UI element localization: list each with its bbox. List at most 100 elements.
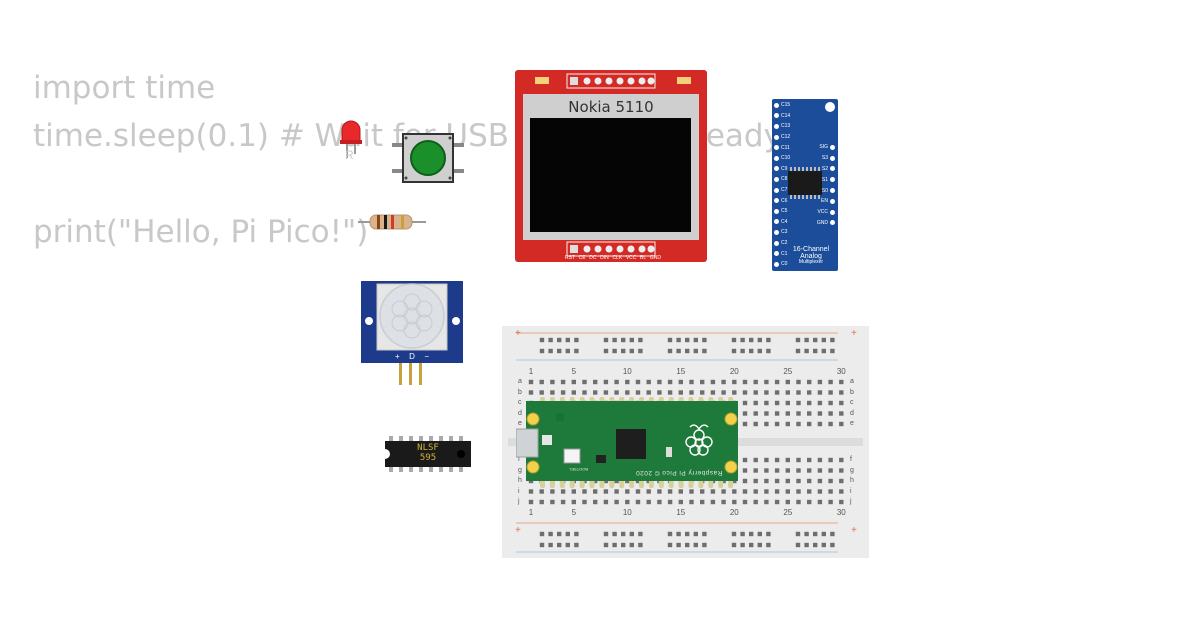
breadboard-hole[interactable] bbox=[828, 411, 833, 416]
breadboard-hole[interactable] bbox=[667, 531, 673, 537]
breadboard-hole[interactable] bbox=[614, 489, 619, 494]
breadboard-hole[interactable] bbox=[753, 379, 758, 385]
breadboard-hole[interactable] bbox=[796, 400, 801, 406]
pico-header-pin[interactable] bbox=[589, 479, 595, 488]
resistor[interactable] bbox=[358, 212, 426, 232]
breadboard-hole[interactable] bbox=[749, 531, 754, 537]
breadboard-hole[interactable] bbox=[757, 337, 762, 343]
breadboard-hole[interactable] bbox=[807, 390, 812, 395]
breadboard-hole[interactable] bbox=[753, 390, 758, 395]
breadboard-hole[interactable] bbox=[796, 499, 801, 505]
breadboard-hole[interactable] bbox=[740, 337, 745, 343]
breadboard-hole[interactable] bbox=[621, 348, 626, 354]
breadboard-hole[interactable] bbox=[593, 489, 598, 494]
breadboard-hole[interactable] bbox=[667, 348, 673, 354]
breadboard-hole[interactable] bbox=[539, 337, 545, 343]
breadboard-hole[interactable] bbox=[753, 468, 758, 473]
breadboard-hole[interactable] bbox=[646, 390, 651, 395]
breadboard-hole[interactable] bbox=[785, 457, 790, 463]
mux-right-pin[interactable]: S3 bbox=[814, 153, 838, 164]
breadboard-hole[interactable] bbox=[796, 457, 801, 463]
breadboard-hole[interactable] bbox=[764, 411, 769, 416]
breadboard-hole[interactable] bbox=[557, 542, 562, 548]
breadboard-hole[interactable] bbox=[740, 531, 745, 537]
breadboard-hole[interactable] bbox=[796, 468, 801, 473]
breadboard-hole[interactable] bbox=[731, 348, 737, 354]
breadboard-hole[interactable] bbox=[757, 348, 762, 354]
breadboard-hole[interactable] bbox=[635, 390, 641, 395]
breadboard-hole[interactable] bbox=[817, 411, 823, 416]
breadboard-hole[interactable] bbox=[710, 489, 716, 494]
breadboard-hole[interactable] bbox=[839, 478, 844, 484]
breadboard-hole[interactable] bbox=[757, 531, 762, 537]
breadboard-hole[interactable] bbox=[621, 337, 626, 343]
breadboard-hole[interactable] bbox=[817, 489, 823, 494]
breadboard-hole[interactable] bbox=[839, 468, 844, 473]
pico-header-pin[interactable] bbox=[569, 479, 575, 488]
breadboard-hole[interactable] bbox=[731, 531, 737, 537]
mux-left-pin[interactable]: C6 bbox=[774, 195, 796, 206]
breadboard-hole[interactable] bbox=[804, 337, 809, 343]
breadboard-hole[interactable] bbox=[550, 499, 555, 505]
breadboard-hole[interactable] bbox=[539, 499, 544, 505]
breadboard-hole[interactable] bbox=[646, 379, 651, 385]
breadboard-hole[interactable] bbox=[667, 390, 673, 395]
breadboard-hole[interactable] bbox=[539, 348, 545, 354]
breadboard-hole[interactable] bbox=[614, 499, 619, 505]
breadboard-hole[interactable] bbox=[753, 421, 758, 427]
breadboard-hole[interactable] bbox=[807, 411, 812, 416]
breadboard-hole[interactable] bbox=[821, 542, 826, 548]
pico-header-pin[interactable] bbox=[579, 479, 585, 488]
breadboard-hole[interactable] bbox=[603, 390, 609, 395]
breadboard-hole[interactable] bbox=[676, 531, 681, 537]
pico-header-pin[interactable] bbox=[540, 479, 545, 488]
breadboard-hole[interactable] bbox=[766, 542, 771, 548]
breadboard-hole[interactable] bbox=[685, 337, 690, 343]
breadboard-hole[interactable] bbox=[612, 542, 617, 548]
breadboard-hole[interactable] bbox=[774, 379, 780, 385]
breadboard-hole[interactable] bbox=[742, 390, 748, 395]
mux-left-pin[interactable]: C15 bbox=[774, 100, 796, 111]
breadboard-hole[interactable] bbox=[804, 542, 809, 548]
breadboard-hole[interactable] bbox=[693, 542, 698, 548]
breadboard-hole[interactable] bbox=[785, 390, 790, 395]
breadboard-hole[interactable] bbox=[796, 390, 801, 395]
mux-left-pin[interactable]: C0 bbox=[774, 259, 796, 270]
breadboard-hole[interactable] bbox=[807, 468, 812, 473]
breadboard-hole[interactable] bbox=[693, 531, 698, 537]
breadboard-hole[interactable] bbox=[795, 337, 801, 343]
breadboard-hole[interactable] bbox=[839, 390, 844, 395]
breadboard-hole[interactable] bbox=[742, 478, 748, 484]
breadboard-hole[interactable] bbox=[689, 390, 694, 395]
breadboard-hole[interactable] bbox=[749, 337, 754, 343]
breadboard-hole[interactable] bbox=[795, 542, 801, 548]
pico-header-pin[interactable] bbox=[648, 479, 654, 488]
breadboard-hole[interactable] bbox=[732, 379, 737, 385]
breadboard-hole[interactable] bbox=[753, 478, 758, 484]
red-led[interactable]: R bbox=[338, 120, 366, 162]
breadboard-hole[interactable] bbox=[539, 531, 545, 537]
breadboard-hole[interactable] bbox=[839, 499, 844, 505]
breadboard-hole[interactable] bbox=[571, 489, 576, 494]
breadboard-hole[interactable] bbox=[817, 478, 823, 484]
mux-left-pin[interactable]: C4 bbox=[774, 217, 796, 228]
breadboard-hole[interactable] bbox=[796, 421, 801, 427]
breadboard-hole[interactable] bbox=[830, 542, 835, 548]
breadboard-hole[interactable] bbox=[710, 390, 716, 395]
breadboard-hole[interactable] bbox=[731, 337, 737, 343]
breadboard-hole[interactable] bbox=[764, 489, 769, 494]
breadboard-hole[interactable] bbox=[700, 489, 705, 494]
breadboard-hole[interactable] bbox=[796, 478, 801, 484]
breadboard-hole[interactable] bbox=[795, 348, 801, 354]
breadboard-hole[interactable] bbox=[548, 337, 553, 343]
breadboard-hole[interactable] bbox=[749, 542, 754, 548]
breadboard-hole[interactable] bbox=[528, 390, 534, 395]
breadboard-hole[interactable] bbox=[830, 531, 835, 537]
breadboard-hole[interactable] bbox=[774, 457, 780, 463]
breadboard-hole[interactable] bbox=[753, 499, 758, 505]
breadboard-hole[interactable] bbox=[667, 379, 673, 385]
breadboard-hole[interactable] bbox=[574, 531, 579, 537]
breadboard-hole[interactable] bbox=[839, 379, 844, 385]
breadboard-hole[interactable] bbox=[764, 400, 769, 406]
